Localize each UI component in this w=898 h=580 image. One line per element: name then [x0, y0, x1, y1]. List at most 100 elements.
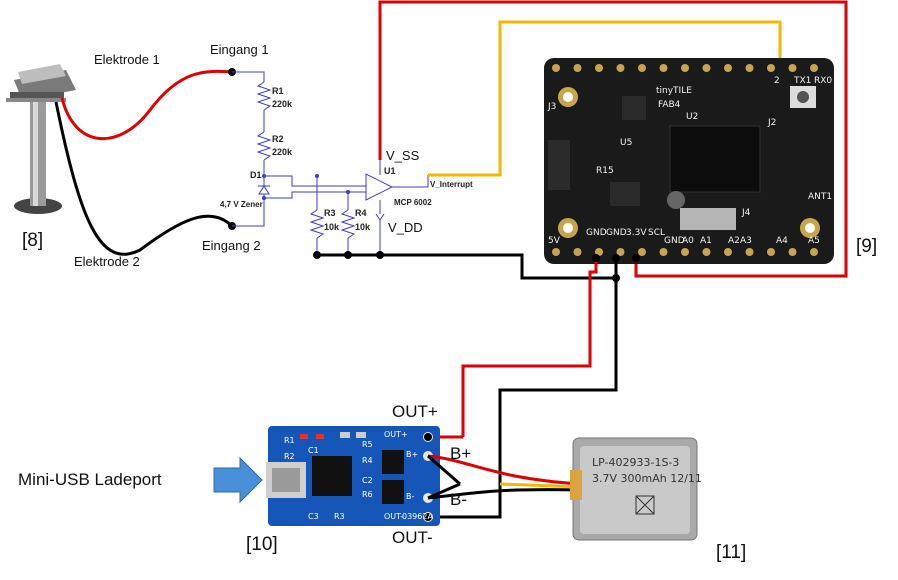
label-r4-value: 10k	[355, 222, 371, 232]
board-pin-label: GND	[664, 236, 685, 246]
label-eingang-1: Eingang 1	[210, 42, 269, 57]
board-silk-j4: J4	[742, 208, 751, 218]
label-r3-value: 10k	[324, 222, 340, 232]
charger-silk-label: C2	[362, 476, 373, 485]
board-pad	[745, 64, 754, 72]
board-pad	[573, 64, 582, 72]
schematic	[232, 71, 429, 255]
label-vss: V_SS	[386, 148, 420, 163]
label-eingang-2: Eingang 2	[202, 238, 261, 253]
board-pin-tx1: TX1	[794, 76, 812, 86]
board-pad	[638, 248, 646, 256]
board-pad	[573, 248, 582, 256]
label-zener: 4,7 V Zener	[220, 200, 263, 209]
charger-silk-label: R4	[362, 456, 373, 465]
label-d1: D1	[250, 170, 262, 180]
charger-silk-label: R5	[362, 440, 373, 449]
label-out-plus: OUT+	[392, 402, 438, 421]
charger-silk-label: R2	[284, 452, 295, 461]
charger-silk-label: OUT-	[384, 512, 404, 521]
label-r4: R4	[355, 208, 367, 218]
ref-11: [11]	[716, 542, 747, 563]
ref-10: [10]	[246, 534, 278, 555]
board-pad	[616, 64, 625, 72]
board-pad	[681, 248, 689, 256]
tinytile-board	[544, 58, 834, 264]
board-pad	[616, 248, 625, 256]
board-pad	[810, 248, 818, 256]
label-r1-value: 220k	[272, 99, 293, 109]
label-b-plus: B+	[450, 444, 472, 463]
charger-silk-label: OUT+	[384, 430, 408, 439]
label-vdd: V_DD	[388, 220, 423, 235]
board-pad	[552, 248, 560, 256]
label-b-minus: B-	[450, 490, 467, 509]
board-pad	[767, 64, 775, 72]
board-pin-rx0: RX0	[814, 76, 833, 86]
board-pin-label: 5V	[548, 236, 560, 246]
board-pin-label: A4	[776, 236, 788, 246]
board-silk-u2: U2	[686, 112, 699, 122]
charger-silk-label: B-	[406, 492, 415, 501]
board-pad	[681, 64, 689, 72]
charger-silk-label: R6	[362, 490, 373, 499]
board-pin-label: A5	[808, 236, 820, 246]
battery-label-line2: 3.7V 300mAh 12/11	[592, 472, 702, 485]
board-pad	[638, 64, 646, 72]
board-silk-u5: U5	[620, 138, 633, 148]
label-out-minus: OUT-	[392, 528, 433, 547]
board-pad	[659, 64, 668, 72]
board-silk-r15: R15	[596, 166, 614, 176]
charger-silk-label: R3	[334, 512, 345, 521]
board-silk-fab4: FAB4	[658, 100, 681, 110]
electrode-device	[6, 64, 76, 214]
board-pin-2: 2	[774, 76, 780, 86]
board-pin-label: SCL	[648, 228, 666, 238]
ref-9: [9]	[856, 236, 878, 257]
board-pin-label: A1	[700, 236, 712, 246]
board-pins	[552, 64, 818, 256]
board-pad	[745, 248, 754, 256]
board-pad	[702, 248, 711, 256]
board-silk-j3: J3	[548, 102, 557, 112]
board-pad	[702, 64, 711, 72]
board-name: tinyTILE	[656, 86, 692, 96]
label-vinterrupt: V_Interrupt	[430, 180, 473, 189]
board-pad	[724, 64, 732, 72]
label-r2-value: 220k	[272, 147, 293, 157]
ref-8: [8]	[22, 230, 44, 251]
board-pin-label: A0	[682, 236, 694, 246]
label-usb-port: Mini-USB Ladeport	[18, 470, 162, 489]
charger-board	[266, 426, 440, 526]
board-pad	[552, 64, 560, 72]
label-elektrode-2: Elektrode 2	[74, 254, 140, 269]
board-pin-label: GND	[586, 228, 607, 238]
board-pin-label: A2	[728, 236, 740, 246]
charger-silk-label: R1	[284, 436, 295, 445]
charger-silk-label: C3	[308, 512, 319, 521]
board-silk-j2: J2	[768, 118, 777, 128]
board-pad	[659, 248, 668, 256]
charger-silk-label: 03962A	[402, 512, 433, 521]
board-pin-label: 3.3V	[626, 228, 647, 238]
lipo-battery	[570, 437, 698, 541]
label-r3: R3	[324, 208, 336, 218]
board-pad	[767, 248, 775, 256]
label-u1: U1	[384, 166, 396, 176]
label-r2: R2	[272, 134, 284, 144]
charger-silk-label: B+	[406, 450, 419, 459]
charger-silk-label: C1	[308, 446, 319, 455]
board-pin-label: GND	[606, 228, 627, 238]
label-mcp: MCP 6002	[394, 198, 432, 207]
board-pad	[788, 64, 797, 72]
label-r1: R1	[272, 86, 284, 96]
battery-label-line1: LP-402933-1S-3	[592, 456, 680, 469]
board-pad	[595, 248, 603, 256]
board-pad	[724, 248, 732, 256]
board-pad	[810, 64, 818, 72]
board-pad	[595, 64, 603, 72]
board-pad	[788, 248, 797, 256]
board-silk-ant1: ANT1	[808, 192, 833, 202]
